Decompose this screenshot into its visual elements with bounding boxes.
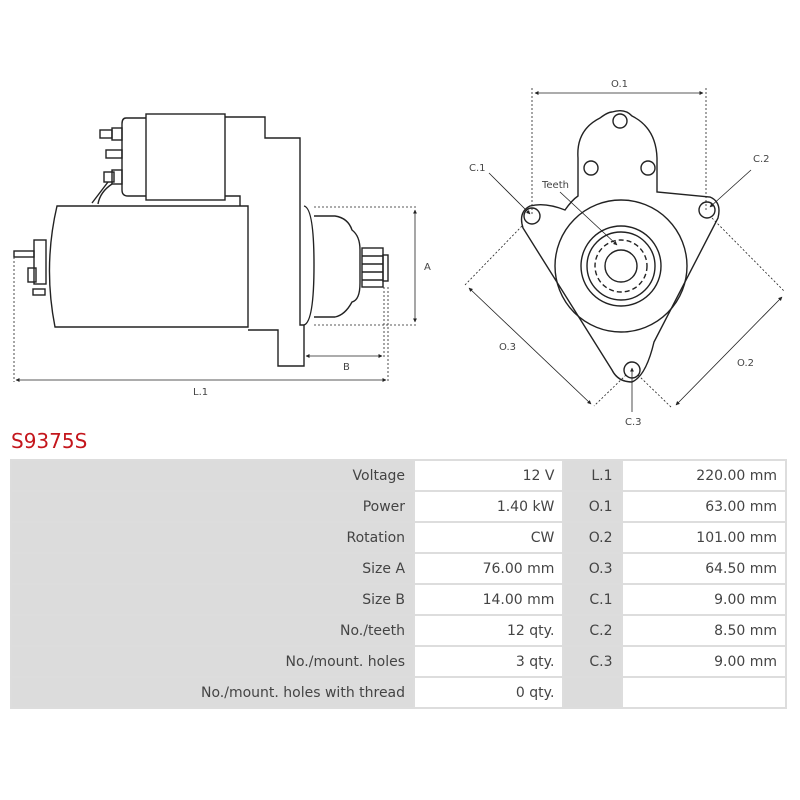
nose [303,205,361,326]
dim-label-o2: O.2 [737,358,754,369]
dim-label-c2: C.2 [753,154,770,165]
drive-housing [225,116,305,367]
dimension-code [564,678,621,707]
side-dimensions [13,206,418,382]
dimension-value: 64.50 mm [622,554,785,583]
front-view [520,109,720,383]
dim-label-b: B [343,362,350,373]
motor-body [48,205,249,328]
spec-label: Size A [12,554,414,583]
spec-value: 76.00 mm [415,554,563,583]
dimension-code: C.3 [564,647,621,676]
dim-label-c1: C.1 [469,163,486,174]
dimension-value: 8.50 mm [622,616,785,645]
dim-label-l1: L.1 [193,387,208,398]
spec-label: Rotation [12,523,414,552]
spec-label: Power [12,492,414,521]
dimension-code: C.1 [564,585,621,614]
mounting-flange [520,109,720,383]
product-code: S9375S [11,429,88,453]
dimension-code: L.1 [564,461,621,490]
starter-technical-drawing: A B L.1 O.1 C.1 C.2 Teeth O.3 O.2 C.3 [13,79,786,428]
dimension-value: 9.00 mm [622,585,785,614]
spec-label: No./mount. holes [12,647,414,676]
side-view [13,113,389,367]
dimension-code: O.3 [564,554,621,583]
spec-value: 1.40 kW [415,492,563,521]
dim-label-a: A [424,262,431,273]
spec-value: 12 V [415,461,563,490]
spec-label: Size B [12,585,414,614]
spec-label: Voltage [12,461,414,490]
spec-label: No./teeth [12,616,414,645]
front-dimensions [463,88,786,412]
dimension-value: 101.00 mm [622,523,785,552]
dimension-value [622,678,785,707]
pinion [361,247,384,288]
spec-value: 12 qty. [415,616,563,645]
dimension-code: C.2 [564,616,621,645]
dimension-value: 63.00 mm [622,492,785,521]
spec-value: 3 qty. [415,647,563,676]
spec-value: CW [415,523,563,552]
spec-value: 14.00 mm [415,585,563,614]
dim-label-o3: O.3 [499,342,516,353]
solenoid [145,113,226,201]
spec-value: 0 qty. [415,678,563,707]
dim-label-teeth: Teeth [541,180,569,191]
dimension-code: O.2 [564,523,621,552]
dim-label-c3: C.3 [625,417,642,428]
dim-label-o1: O.1 [611,79,628,90]
dimension-value: 220.00 mm [622,461,785,490]
dimension-code: O.1 [564,492,621,521]
pinion-gear [594,239,648,293]
dimension-value: 9.00 mm [622,647,785,676]
mount-hole-c2 [698,201,716,219]
spec-label: No./mount. holes with thread [12,678,414,707]
